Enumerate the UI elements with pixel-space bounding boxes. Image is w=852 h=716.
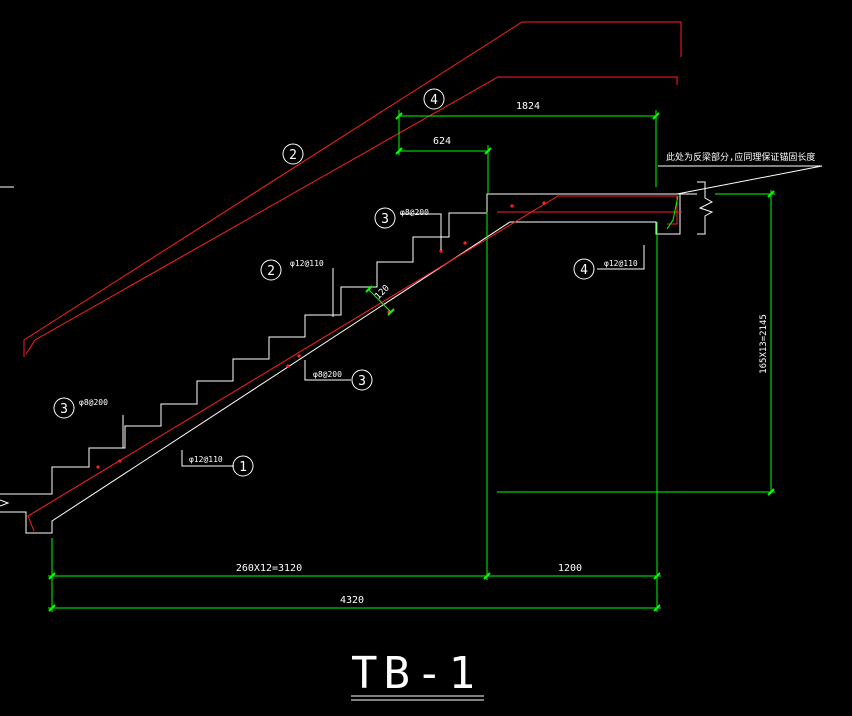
mark-3-mid: 3	[351, 369, 373, 391]
mark-4-top: 4	[423, 88, 445, 110]
dim-landing: 1200	[558, 563, 582, 574]
mark-2-upper: 2	[282, 143, 304, 165]
drawing-title: TB-1	[351, 648, 481, 699]
mark-2-mid: 2	[260, 259, 282, 281]
rebar-group	[23, 21, 682, 532]
dimension-ticks	[48, 112, 775, 612]
anchorage-note: 此处为反梁部分,应同理保证锚固长度	[666, 151, 815, 163]
left-break-symbol	[0, 499, 10, 507]
label-landing-rebar: φ12@110	[604, 259, 638, 268]
svg-text:4: 4	[430, 93, 438, 108]
mark-3-left: 3	[53, 397, 75, 419]
stair-soffit-outline	[0, 194, 681, 534]
svg-text:4: 4	[580, 263, 588, 278]
svg-text:2: 2	[289, 148, 297, 163]
label-distribution-mid: φ8@200	[313, 370, 342, 379]
rebar-dots	[96, 201, 546, 469]
stair-steps-outline	[0, 193, 697, 495]
label-bottom-rebar: φ12@110	[189, 455, 223, 464]
dim-total: 4320	[340, 595, 364, 606]
mark-3-upper: 3	[374, 207, 396, 229]
right-break-symbol	[697, 181, 714, 235]
mark-1: 1	[232, 455, 254, 477]
bottom-main-rebar	[27, 195, 678, 532]
svg-text:2: 2	[267, 264, 275, 279]
svg-text:3: 3	[60, 402, 68, 417]
label-distribution-upper: φ8@200	[400, 208, 429, 217]
top-rebar-upper-leader	[23, 21, 682, 357]
dim-height: 165X13=2145	[759, 314, 769, 374]
svg-text:3: 3	[358, 374, 366, 389]
dimension-lines	[48, 110, 775, 612]
dim-top-short: 624	[433, 136, 451, 147]
top-rebar-right-leader	[25, 76, 678, 355]
svg-text:1: 1	[239, 460, 247, 475]
label-distribution-left: φ8@200	[79, 398, 108, 407]
label-leaders	[122, 165, 823, 467]
dim-thickness: 120	[373, 283, 392, 302]
dim-top-length: 1824	[516, 101, 540, 112]
svg-text:3: 3	[381, 212, 389, 227]
label-top-rebar: φ12@110	[290, 259, 324, 268]
mark-4-right: 4	[573, 258, 595, 280]
dim-flight: 260X12=3120	[236, 563, 302, 574]
